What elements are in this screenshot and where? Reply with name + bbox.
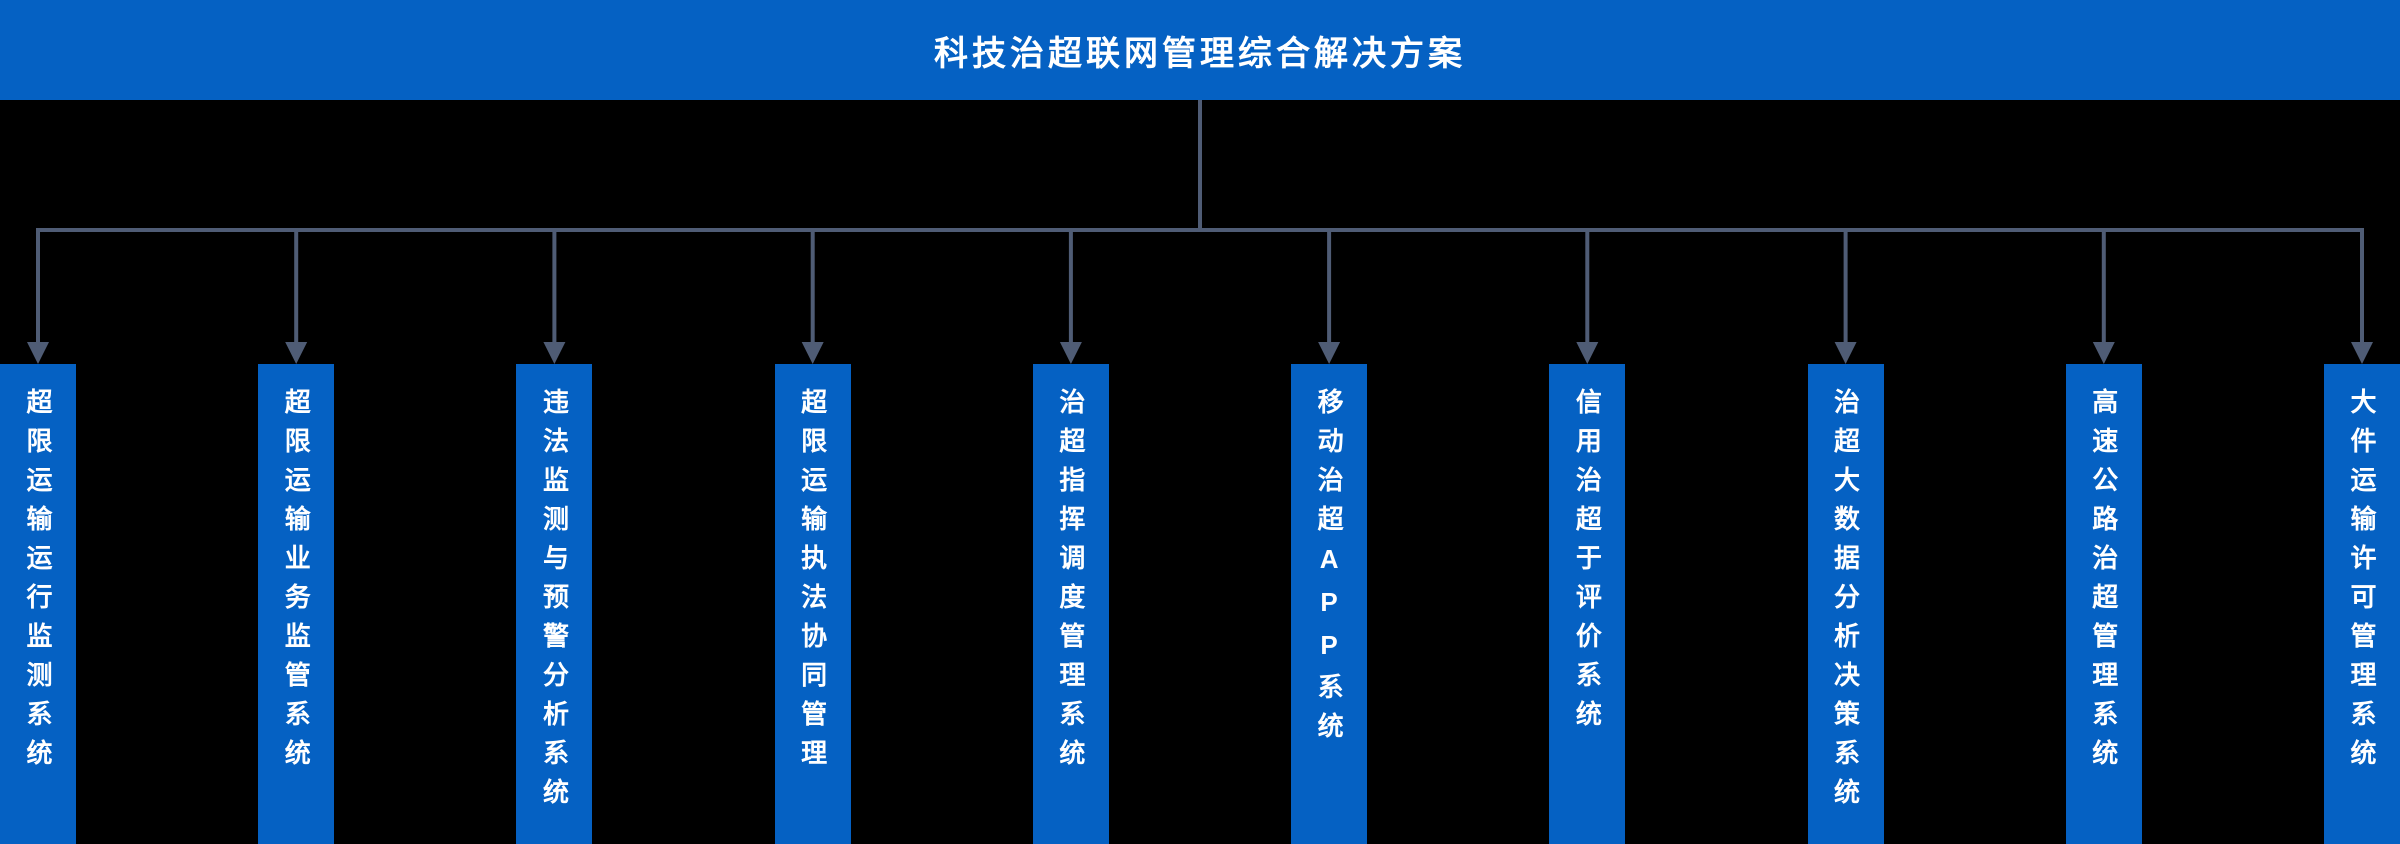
system-node-label: 违法监测与预警分析系统	[539, 388, 570, 817]
connector-drop	[543, 228, 566, 364]
system-node-label: 移动治超APP系统	[1314, 388, 1345, 751]
system-node: 超限运输业务监管系统	[258, 364, 335, 844]
system-node-label: 治超指挥调度管理系统	[1055, 388, 1086, 778]
system-node: 治超指挥调度管理系统	[1032, 364, 1109, 844]
system-node: 移动治超APP系统	[1291, 364, 1368, 844]
arrow-down-icon	[27, 342, 49, 364]
arrow-down-icon	[1059, 342, 1082, 364]
connector-drop	[2351, 228, 2373, 364]
system-node: 大件运输许可管理系统	[2323, 364, 2400, 844]
system-node: 治超大数据分析决策系统	[1807, 364, 1884, 844]
system-node-label: 信用治超于评价系统	[1572, 388, 1603, 739]
arrow-down-icon	[1576, 342, 1599, 364]
system-node-label: 超限运输执法协同管理	[797, 388, 828, 778]
system-node: 超限运输运行监测系统	[0, 364, 76, 844]
system-node: 违法监测与预警分析系统	[516, 364, 593, 844]
arrow-down-icon	[543, 342, 566, 364]
connector-drop	[27, 228, 49, 364]
connector-drop	[1576, 228, 1599, 364]
connector-drop	[2092, 228, 2115, 364]
system-node-label: 治超大数据分析决策系统	[1830, 388, 1861, 817]
system-node-row: 超限运输运行监测系统 超限运输业务监管系统 违法监测与预警分析系统 超限运输执法…	[0, 364, 2400, 844]
system-node: 高速公路治超管理系统	[2065, 364, 2142, 844]
system-node-label: 高速公路治超管理系统	[2088, 388, 2119, 778]
system-node-label: 超限运输运行监测系统	[23, 388, 53, 778]
connector-drop	[1059, 228, 1082, 364]
arrow-down-icon	[1834, 342, 1857, 364]
arrow-down-icon	[285, 342, 308, 364]
connector-drop	[285, 228, 308, 364]
diagram-title: 科技治超联网管理综合解决方案	[934, 34, 1466, 73]
system-node-label: 大件运输许可管理系统	[2346, 388, 2377, 778]
connector-drop	[1318, 228, 1341, 364]
system-node: 超限运输执法协同管理	[774, 364, 851, 844]
connector-drop	[1834, 228, 1857, 364]
arrow-down-icon	[1318, 342, 1341, 364]
arrow-down-icon	[2351, 342, 2373, 364]
arrow-down-icon	[801, 342, 824, 364]
system-node: 信用治超于评价系统	[1549, 364, 1626, 844]
arrow-down-icon	[2092, 342, 2115, 364]
connector-drop	[801, 228, 824, 364]
system-node-label: 超限运输业务监管系统	[281, 388, 312, 778]
diagram-header: 科技治超联网管理综合解决方案	[0, 0, 2400, 100]
